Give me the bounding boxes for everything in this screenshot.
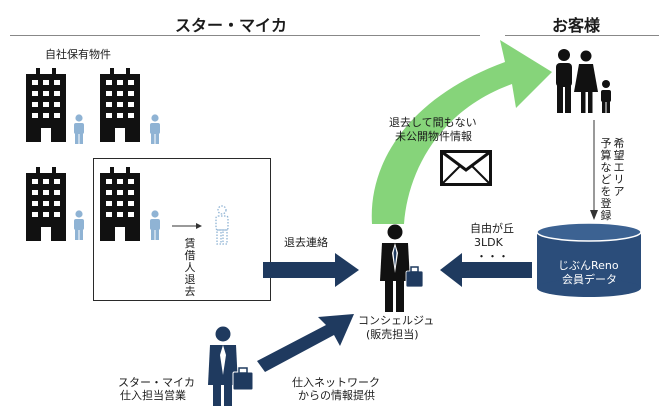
move-out-arrow <box>172 223 202 229</box>
network-label-line2: からの情報提供 <box>298 389 375 402</box>
tenant-move-out-label: 賃借人退去 <box>184 237 196 298</box>
building-icon <box>26 167 66 241</box>
sales-label-line2: 仕入担当営業 <box>120 389 186 402</box>
leaving-tenant-icon <box>215 205 229 245</box>
building-icon <box>100 68 140 142</box>
concierge-person-icon <box>380 224 424 312</box>
move-out-contact-arrow <box>263 253 359 287</box>
concierge-label-line1: コンシェルジュ <box>358 314 435 327</box>
header-left-divider <box>10 35 480 36</box>
unpublished-info-line1: 退去して間もない <box>389 116 477 129</box>
header-customer: お客様 <box>552 16 601 35</box>
header-star-mica: スター・マイカ <box>175 16 288 35</box>
member-database-icon <box>536 222 642 297</box>
tenant-person-icon <box>74 210 84 240</box>
tenant-person-icon <box>150 114 160 144</box>
purchasing-sales-person-icon <box>208 326 254 406</box>
listing-layout-label: 3LDK <box>474 236 503 249</box>
own-property-label: 自社保有物件 <box>45 48 111 61</box>
network-label-line1: 仕入ネットワーク <box>292 376 380 389</box>
sales-label-line1: スター・マイカ <box>118 376 195 389</box>
building-icon <box>26 68 66 142</box>
register-budget-label: 予算などを登録 <box>600 137 612 222</box>
tenant-person-icon <box>74 114 84 144</box>
unpublished-info-line2: 未公開物件情報 <box>395 130 472 143</box>
family-icon <box>556 49 611 113</box>
tenant-person-icon <box>150 210 160 240</box>
register-arrow <box>590 120 598 220</box>
listing-area-label: 自由が丘 <box>470 222 514 235</box>
header-right-divider <box>505 35 659 36</box>
concierge-label-line2: (販売担当) <box>366 328 419 341</box>
property-info-arrow <box>440 253 532 287</box>
mail-envelope-icon <box>440 150 492 186</box>
db-label-line1: じぶんReno <box>558 259 619 272</box>
db-label-line2: 会員データ <box>562 273 617 286</box>
vacating-property-box <box>93 158 271 301</box>
register-area-label: 希望エリア <box>613 137 625 198</box>
listing-ellipsis: ・・・ <box>476 250 509 263</box>
move-out-contact-label: 退去連絡 <box>284 236 328 249</box>
building-icon <box>100 167 140 241</box>
